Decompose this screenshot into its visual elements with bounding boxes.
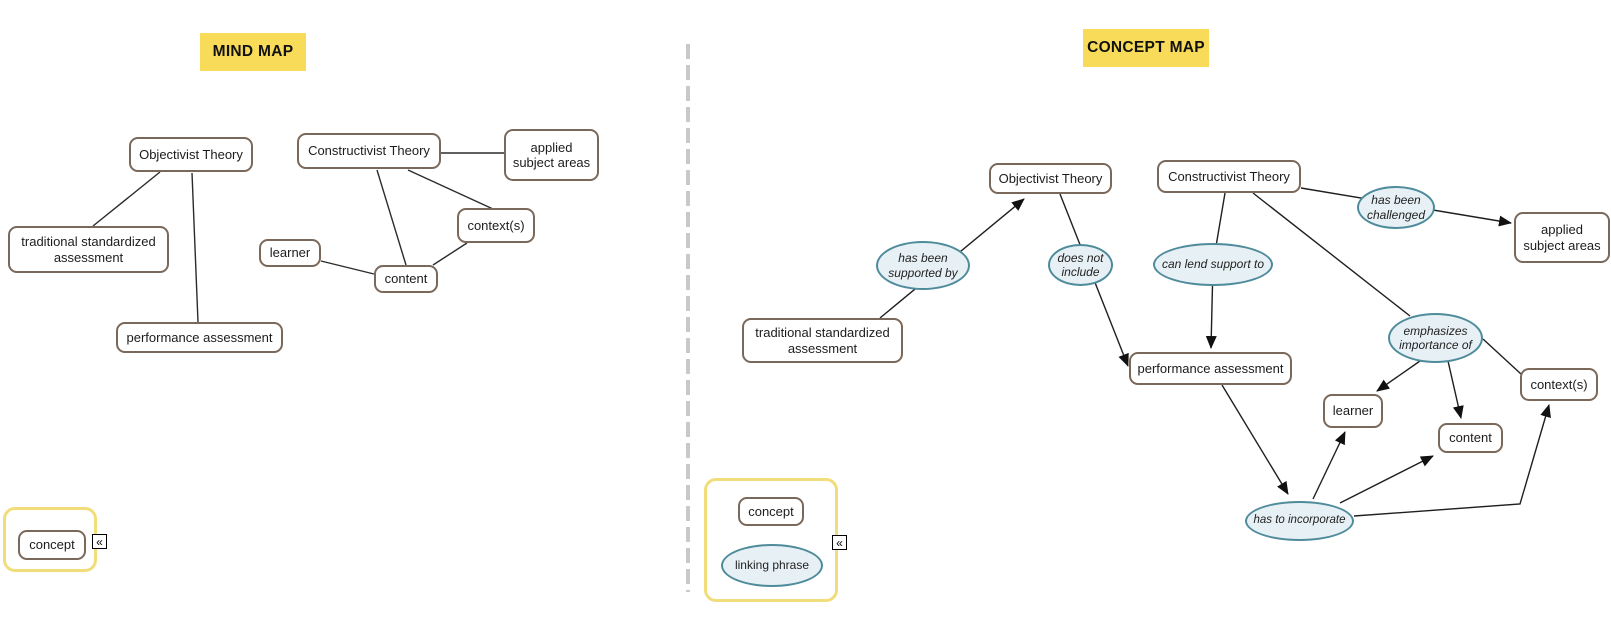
mm-node-contexts[interactable]: context(s) <box>457 208 535 243</box>
cm-node-performance-assessment[interactable]: performance assessment <box>1129 352 1292 385</box>
cm-link-emphasizes-importance-of[interactable]: emphasizes importance of <box>1388 313 1483 363</box>
mm-legend-collapse-icon[interactable]: « <box>92 534 107 549</box>
concept-map-legend: concept linking phrase <box>704 478 838 602</box>
cm-link-does-not-include[interactable]: does not include <box>1048 244 1113 286</box>
cm-node-content[interactable]: content <box>1438 423 1503 453</box>
cm-node-contexts[interactable]: context(s) <box>1520 368 1598 401</box>
cm-node-constructivist-theory[interactable]: Constructivist Theory <box>1157 160 1301 193</box>
cm-node-traditional-standardized-assessment[interactable]: traditional standardized assessment <box>742 318 903 363</box>
mm-node-content[interactable]: content <box>374 265 438 293</box>
cm-node-learner[interactable]: learner <box>1323 394 1383 428</box>
cm-link-can-lend-support-to[interactable]: can lend support to <box>1153 243 1273 286</box>
mind-map-edges <box>92 152 504 323</box>
mm-node-objectivist-theory[interactable]: Objectivist Theory <box>129 137 253 172</box>
mm-node-learner[interactable]: learner <box>259 239 321 267</box>
cm-legend-linking-phrase-sample: linking phrase <box>721 544 823 587</box>
mm-legend-concept-sample: concept <box>18 530 86 560</box>
cm-link-has-been-challenged[interactable]: has been challenged <box>1357 186 1435 229</box>
cm-legend-concept-sample: concept <box>738 497 804 526</box>
mm-node-performance-assessment[interactable]: performance assessment <box>116 322 283 353</box>
mind-map-legend: concept <box>3 507 97 572</box>
cm-node-applied-subject-areas[interactable]: applied subject areas <box>1514 212 1610 263</box>
cm-legend-collapse-icon[interactable]: « <box>832 535 847 550</box>
concept-map-title: CONCEPT MAP <box>1083 29 1209 67</box>
mm-node-traditional-standardized-assessment[interactable]: traditional standardized assessment <box>8 226 169 273</box>
cm-link-has-been-supported-by[interactable]: has been supported by <box>876 241 970 290</box>
mm-node-constructivist-theory[interactable]: Constructivist Theory <box>297 133 441 169</box>
cm-link-has-to-incorporate[interactable]: has to incorporate <box>1245 501 1354 541</box>
mind-map-title: MIND MAP <box>200 33 306 71</box>
mm-node-applied-subject-areas[interactable]: applied subject areas <box>504 129 599 181</box>
cm-node-objectivist-theory[interactable]: Objectivist Theory <box>989 163 1112 194</box>
